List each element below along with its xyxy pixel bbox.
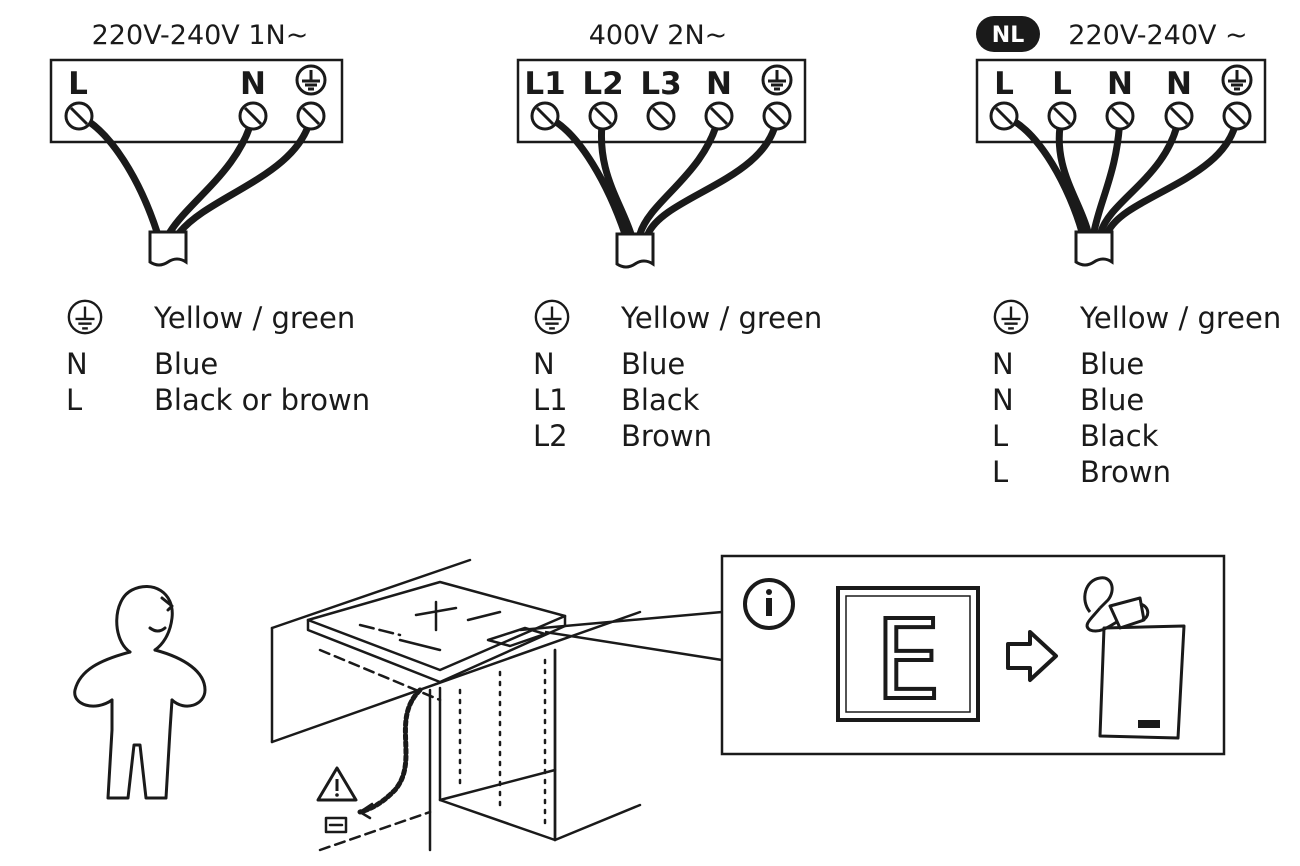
terminal-screw: [588, 101, 618, 131]
legend-color: Yellow / green: [1080, 301, 1282, 335]
legend-color: Yellow / green: [154, 301, 356, 335]
terminal-screw: [646, 101, 676, 131]
legend-row: N Blue: [66, 346, 446, 382]
terminal-screw: [1105, 101, 1135, 131]
legend-code: L1: [533, 383, 568, 417]
terminal-label: N: [1107, 66, 1133, 102]
legend-code: L: [992, 419, 1009, 453]
callout-lines: [519, 610, 723, 662]
legend-code: N: [992, 347, 1014, 381]
terminal-screw: [296, 101, 326, 131]
terminal-screw: [1047, 101, 1077, 131]
wiring-panel-2: 400V 2N~ L1 L2 L3 N: [516, 20, 807, 269]
terminal-label: L1: [524, 66, 565, 102]
legend-row: L2 Brown: [533, 418, 863, 454]
legend-row: L1 Black: [533, 382, 863, 418]
legend-code: N: [66, 347, 88, 381]
legend-code: L: [66, 383, 83, 417]
terminal-label: L: [1052, 66, 1072, 102]
legend-color: Black: [1080, 419, 1159, 453]
legend-code: N: [992, 383, 1014, 417]
legend-panel-1: Yellow / green N Blue L Black or brown: [66, 299, 446, 418]
legend-panel-3: Yellow / green N Blue N Blue L Black L B…: [992, 299, 1292, 490]
legend-color: Blue: [154, 347, 219, 381]
ground-icon: [534, 299, 570, 335]
legend-color: Blue: [1080, 383, 1145, 417]
legend-color: Black or brown: [154, 383, 371, 417]
wiring-panel-3: NL 220V-240V ~ L L N N: [975, 16, 1267, 267]
legend-row: L Black or brown: [66, 382, 446, 418]
legend-row: N Blue: [992, 346, 1292, 382]
legend-color: Blue: [621, 347, 686, 381]
terminal-label: L2: [582, 66, 623, 102]
legend-row: Yellow / green: [66, 299, 446, 336]
legend-row: Yellow / green: [533, 299, 863, 336]
cable-sheath: [1074, 230, 1114, 267]
manual-book-icon: [1083, 576, 1186, 740]
legend-row: N Blue: [533, 346, 863, 382]
terminal-label: N: [240, 66, 266, 102]
person-icon: [73, 585, 207, 800]
ground-icon: [761, 64, 793, 96]
ground-icon: [295, 64, 327, 96]
legend-color: Brown: [621, 419, 713, 453]
terminal-label: L3: [640, 66, 681, 102]
legend-color: Brown: [1080, 455, 1172, 489]
country-badge-label: NL: [992, 23, 1024, 48]
legend-row: Yellow / green: [992, 299, 1292, 336]
cable-sheath: [148, 230, 188, 267]
terminal-screw: [1222, 101, 1252, 131]
legend-color: Black: [621, 383, 700, 417]
terminal-label: L: [994, 66, 1014, 102]
legend-row: N Blue: [992, 382, 1292, 418]
wiring-panel-1: 220V-240V 1N~ L N: [49, 20, 344, 267]
terminal-screw: [989, 101, 1019, 131]
induction-hob-icon: [270, 558, 642, 852]
display-letter: E: [875, 596, 941, 724]
legend-code: L2: [533, 419, 568, 453]
panel-2-header: 400V 2N~: [589, 20, 728, 51]
terminal-screw: [238, 101, 268, 131]
terminal-screw: [704, 101, 734, 131]
legend-row: L Brown: [992, 454, 1292, 490]
error-display: E: [836, 586, 980, 726]
legend-code: N: [533, 347, 555, 381]
info-icon: [743, 578, 795, 630]
legend-color: Yellow / green: [621, 301, 823, 335]
panel-1-header: 220V-240V 1N~: [92, 20, 309, 51]
terminal-screw: [762, 101, 792, 131]
terminal-label: L: [68, 66, 88, 102]
ground-icon: [993, 299, 1029, 335]
terminal-label: N: [1166, 66, 1192, 102]
legend-row: L Black: [992, 418, 1292, 454]
ground-icon: [67, 299, 103, 335]
arrow-right-icon: [1006, 630, 1058, 682]
panel-3-header: 220V-240V ~: [1068, 20, 1247, 51]
country-badge: [976, 16, 1040, 52]
terminal-screw: [1164, 101, 1194, 131]
terminal-label: N: [706, 66, 732, 102]
terminal-screw: [530, 101, 560, 131]
warning-icon: [316, 766, 358, 802]
ground-icon: [1221, 64, 1253, 96]
legend-panel-2: Yellow / green N Blue L1 Black L2 Brown: [533, 299, 863, 454]
terminal-screw: [64, 101, 94, 131]
legend-code: L: [992, 455, 1009, 489]
info-box: E: [720, 554, 1226, 756]
legend-color: Blue: [1080, 347, 1145, 381]
cable-sheath: [615, 232, 655, 269]
